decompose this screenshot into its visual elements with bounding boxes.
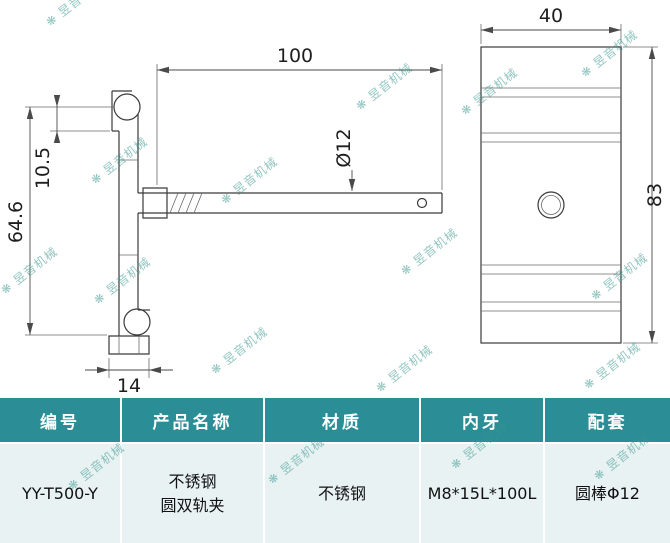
- drawing-svg: 100 40 83 64.6: [5, 5, 666, 397]
- header-internal-thread: 内牙: [421, 398, 543, 442]
- dim-block-height-label: 83: [644, 183, 666, 207]
- left-view: [108, 90, 443, 355]
- table-data-row: YY-T500-Y 不锈钢 圆双轨夹 不锈钢 M8*15L*100L 圆棒Φ12: [0, 444, 670, 543]
- cell-material: 不锈钢: [265, 444, 419, 543]
- dim-clamp-height-label: 64.6: [5, 201, 27, 243]
- product-name-line1: 不锈钢: [168, 471, 217, 491]
- dimensions: 100 40 83 64.6: [5, 5, 666, 397]
- cell-product-name: 不锈钢 圆双轨夹: [122, 444, 263, 543]
- dim-block-width-label: 40: [539, 5, 563, 27]
- dim-rod-length-label: 100: [277, 45, 313, 67]
- spec-table: 编号 产品名称 材质 内牙 配套 YY-T500-Y 不锈钢 圆双轨夹 不锈钢 …: [0, 398, 670, 543]
- technical-drawing: 100 40 83 64.6: [5, 5, 666, 397]
- dim-rod-diameter-label: Ø12: [333, 128, 355, 167]
- cell-internal-thread: M8*15L*100L: [421, 444, 543, 543]
- cell-code: YY-T500-Y: [0, 444, 120, 543]
- right-view: [480, 46, 622, 344]
- header-code: 编号: [0, 398, 120, 442]
- header-product-name: 产品名称: [122, 398, 263, 442]
- cell-matching: 圆棒Φ12: [545, 444, 670, 543]
- dim-foot-width-label: 14: [117, 375, 141, 397]
- product-name-line2: 圆双轨夹: [160, 495, 225, 515]
- table-header-row: 编号 产品名称 材质 内牙 配套: [0, 398, 670, 442]
- header-material: 材质: [265, 398, 419, 442]
- dim-rail-offset-label: 10.5: [32, 147, 54, 189]
- header-matching: 配套: [545, 398, 670, 442]
